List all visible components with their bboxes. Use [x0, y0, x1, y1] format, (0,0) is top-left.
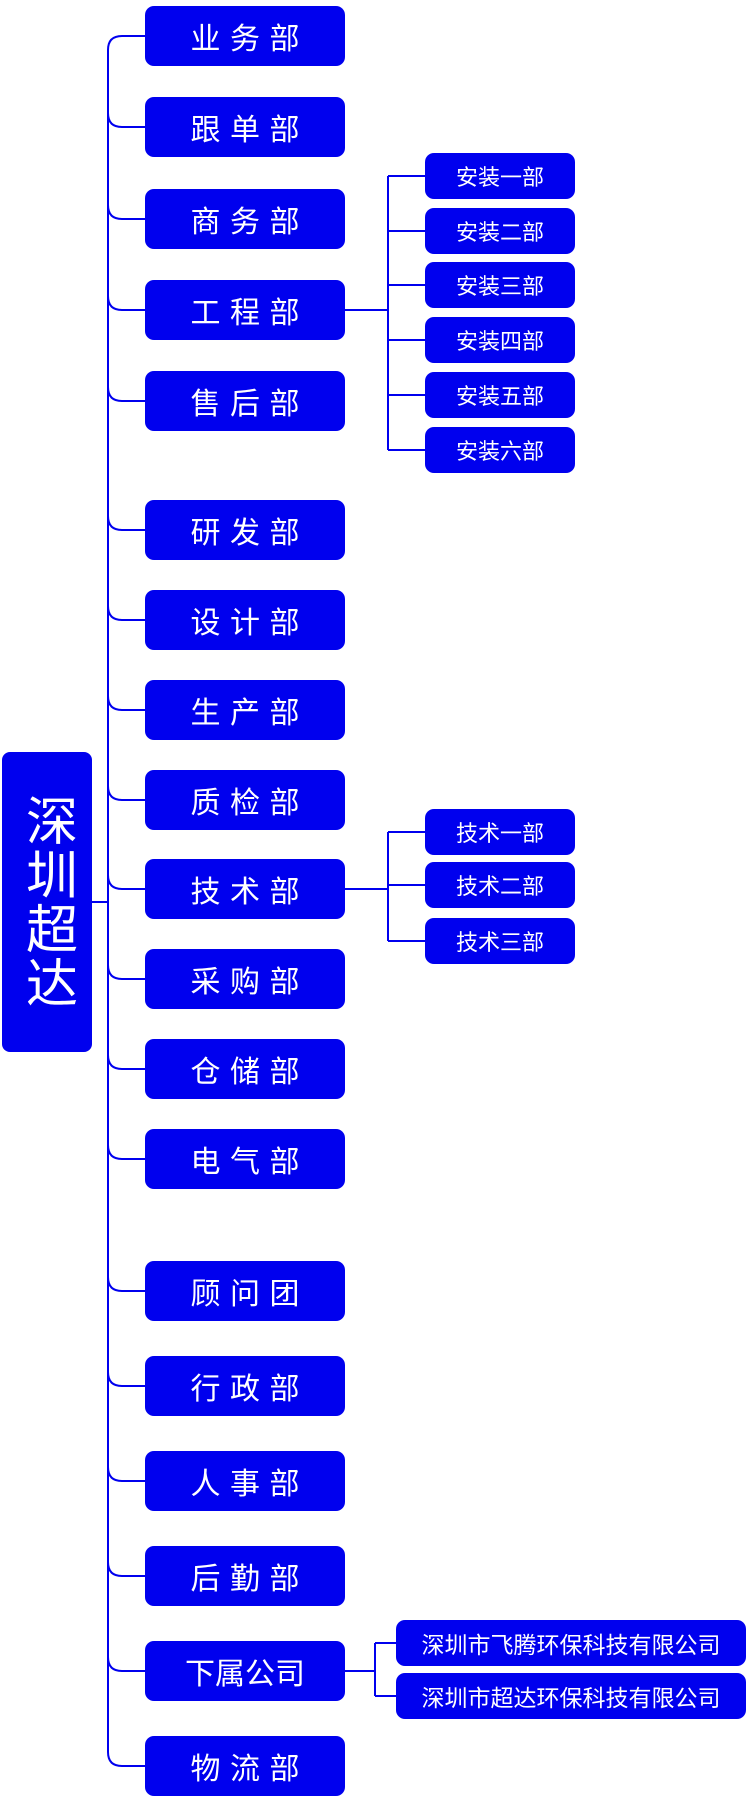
subunit-install-6: 安装六部: [425, 427, 575, 473]
subunit-tech-1: 技术一部: [425, 809, 575, 855]
trunk-line: [107, 35, 123, 1767]
dept-gu-wen: 顾 问 团: [145, 1261, 345, 1321]
dept-she-ji: 设 计 部: [145, 590, 345, 650]
dept-shang-wu: 商 务 部: [145, 189, 345, 249]
subunit-tech-3: 技术三部: [425, 918, 575, 964]
subunit-install-1: 安装一部: [425, 153, 575, 199]
subunit-tech-2: 技术二部: [425, 862, 575, 908]
dept-link-line: [107, 874, 145, 890]
dept-gong-cheng: 工 程 部: [145, 280, 345, 340]
dept-xia-shu: 下属公司: [145, 1641, 345, 1701]
dept-zhi-jian: 质 检 部: [145, 770, 345, 830]
dept-link-line: [107, 695, 145, 711]
dept-sheng-chan: 生 产 部: [145, 680, 345, 740]
dept-link-line: [107, 1466, 145, 1482]
subunit-install-5: 安装五部: [425, 372, 575, 418]
dept-ye-wu: 业 务 部: [145, 6, 345, 66]
subsidiary-feiteng: 深圳市飞腾环保科技有限公司: [396, 1620, 746, 1666]
dept-link-line: [107, 605, 145, 621]
dept-xing-zheng: 行 政 部: [145, 1356, 345, 1416]
dept-link-line: [107, 964, 145, 980]
dept-link-line: [107, 1656, 145, 1672]
dept-link-line: [107, 1144, 145, 1160]
dept-link-line: [107, 1054, 145, 1070]
dept-yan-fa: 研 发 部: [145, 500, 345, 560]
dept-link-line: [107, 515, 145, 531]
dept-link-line: [107, 386, 145, 402]
subunit-install-4: 安装四部: [425, 317, 575, 363]
dept-link-line: [107, 1371, 145, 1387]
root-node-company: 深圳超达: [2, 752, 92, 1052]
dept-cang-chu: 仓 储 部: [145, 1039, 345, 1099]
dept-hou-qin: 后 勤 部: [145, 1546, 345, 1606]
dept-link-line: [107, 112, 145, 128]
subunit-install-2: 安装二部: [425, 208, 575, 254]
dept-ji-shu: 技 术 部: [145, 859, 345, 919]
dept-link-line: [107, 204, 145, 220]
subsidiary-chaoda: 深圳市超达环保科技有限公司: [396, 1673, 746, 1719]
dept-wu-liu: 物 流 部: [145, 1736, 345, 1796]
dept-link-line: [107, 295, 145, 311]
dept-link-line: [107, 1561, 145, 1577]
dept-cai-gou: 采 购 部: [145, 949, 345, 1009]
dept-link-line: [107, 1276, 145, 1292]
dept-ren-shi: 人 事 部: [145, 1451, 345, 1511]
dept-shou-hou: 售 后 部: [145, 371, 345, 431]
subunit-install-3: 安装三部: [425, 262, 575, 308]
dept-link-line: [107, 785, 145, 801]
dept-dian-qi: 电 气 部: [145, 1129, 345, 1189]
dept-gen-dan: 跟 单 部: [145, 97, 345, 157]
